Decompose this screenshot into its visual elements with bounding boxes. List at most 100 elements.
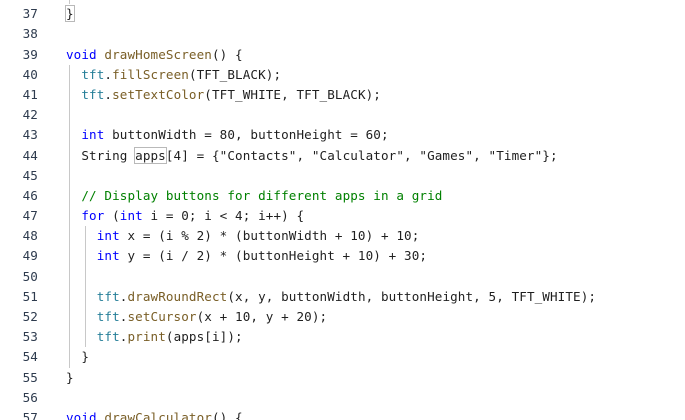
- code-token: setCursor: [127, 309, 197, 324]
- code-text: // Display buttons for different apps in…: [66, 186, 442, 206]
- indent-guide: [69, 105, 70, 126]
- indent-guide: [69, 327, 70, 348]
- code-token: tft: [81, 66, 105, 82]
- code-line[interactable]: 47 for (int i = 0; i < 4; i++) {: [0, 206, 685, 227]
- code-token: }: [66, 369, 74, 385]
- code-token: apps: [134, 146, 167, 164]
- code-token: void: [66, 409, 97, 420]
- line-number: 55: [22, 369, 38, 385]
- code-line[interactable]: 41 tft.setTextColor(TFT_WHITE, TFT_BLACK…: [0, 84, 685, 106]
- code-line[interactable]: 54 }: [0, 347, 685, 368]
- code-line[interactable]: 53 tft.print(apps[i]);: [0, 327, 685, 348]
- code-token: .: [104, 66, 113, 82]
- code-token: drawCalculator: [104, 409, 212, 420]
- code-line[interactable]: 51 tft.drawRoundRect(x, y, buttonWidth, …: [0, 286, 685, 307]
- code-line[interactable]: 49 int y = (i / 2) * (buttonHeight + 10)…: [0, 246, 685, 267]
- code-line[interactable]: 36 drawHomeScreen();: [0, 0, 685, 5]
- line-number: 56: [22, 389, 38, 405]
- indent-guide: [69, 165, 70, 186]
- indent-guide: [69, 84, 70, 106]
- code-line[interactable]: 37}: [0, 4, 685, 24]
- code-line[interactable]: 56: [0, 388, 685, 408]
- code-line[interactable]: 40 tft.fillScreen(TFT_BLACK);: [0, 64, 685, 85]
- indent-guide: [85, 266, 86, 287]
- code-text: tft.print(apps[i]);: [66, 327, 243, 347]
- code-line[interactable]: 45: [0, 165, 685, 186]
- code-token: }: [66, 349, 90, 365]
- code-token: for: [81, 208, 105, 224]
- line-number: 53: [22, 329, 38, 345]
- indent-guide: [69, 145, 70, 166]
- code-line[interactable]: 52 tft.setCursor(x + 10, y + 20);: [0, 307, 685, 328]
- code-line[interactable]: 43 int buttonWidth = 80, buttonHeight = …: [0, 125, 685, 146]
- indent-guide: [85, 246, 86, 267]
- code-token: (apps[i]);: [165, 329, 243, 345]
- line-number: 50: [22, 268, 38, 284]
- code-text: }: [66, 368, 74, 388]
- code-text: }: [65, 4, 75, 24]
- line-number: 45: [22, 167, 38, 183]
- code-token: tft: [96, 288, 120, 304]
- code-token: tft: [96, 309, 120, 324]
- code-token: [66, 248, 97, 263]
- code-token: drawHomeScreen: [81, 0, 189, 1]
- code-token: (: [104, 208, 120, 224]
- code-token: i = 0; i < 4; i++) {: [142, 208, 305, 224]
- code-token: [66, 329, 97, 344]
- code-text: tft.setTextColor(TFT_WHITE, TFT_BLACK);: [66, 85, 381, 105]
- code-token: (TFT_WHITE, TFT_BLACK);: [204, 86, 381, 102]
- code-token: void: [66, 46, 97, 62]
- line-number: 52: [22, 309, 38, 324]
- code-text: String apps[4] = {"Contacts", "Calculato…: [66, 146, 558, 166]
- code-token: [4] = {"Contacts", "Calculator", "Games"…: [165, 147, 558, 163]
- indent-guide: [69, 246, 70, 267]
- code-line[interactable]: 57 void drawCalculator() {: [0, 408, 685, 420]
- indent-guide: [85, 307, 86, 328]
- code-token: y = (i / 2) * (buttonHeight + 10) + 30;: [119, 248, 428, 264]
- code-token: [66, 188, 81, 203]
- indent-guide: [69, 206, 70, 227]
- code-token: tft: [96, 329, 120, 345]
- code-token: int: [96, 248, 120, 264]
- indent-guide: [69, 286, 70, 307]
- code-token: [66, 0, 81, 1]
- code-text: }: [66, 347, 89, 367]
- code-token: x = (i % 2) * (buttonWidth + 10) + 10;: [119, 228, 420, 244]
- code-line[interactable]: 55}: [0, 368, 685, 388]
- code-line[interactable]: 48 int x = (i % 2) * (buttonWidth + 10) …: [0, 226, 685, 247]
- indent-guide: [69, 185, 70, 207]
- indent-guide: [69, 226, 70, 247]
- code-text: int y = (i / 2) * (buttonHeight + 10) + …: [66, 246, 427, 266]
- code-token: .: [104, 86, 113, 102]
- code-text: int buttonWidth = 80, buttonHeight = 60;: [66, 125, 389, 145]
- code-text: int x = (i % 2) * (buttonWidth + 10) + 1…: [66, 226, 420, 246]
- line-number: 46: [22, 187, 38, 203]
- code-token: .: [119, 288, 128, 304]
- line-number: 44: [22, 147, 38, 163]
- code-text: for (int i = 0; i < 4; i++) {: [66, 206, 304, 226]
- code-line[interactable]: 42: [0, 105, 685, 126]
- code-token: drawHomeScreen: [104, 46, 212, 62]
- code-token: () {: [211, 46, 243, 62]
- code-token: () {: [211, 409, 243, 420]
- code-line[interactable]: 46 // Display buttons for different apps…: [0, 185, 685, 207]
- line-number: 47: [22, 208, 38, 224]
- line-number: 48: [22, 228, 38, 244]
- code-token: // Display buttons for different apps in…: [81, 187, 443, 203]
- indent-guide: [69, 266, 70, 287]
- code-line[interactable]: 44 String apps[4] = {"Contacts", "Calcul…: [0, 145, 685, 166]
- code-line[interactable]: 38: [0, 24, 685, 44]
- code-line[interactable]: 50: [0, 266, 685, 287]
- line-number: 43: [22, 127, 38, 143]
- code-token: [66, 309, 97, 324]
- code-token: int: [81, 127, 105, 143]
- code-token: fillScreen: [112, 66, 189, 82]
- line-number: 37: [22, 6, 38, 22]
- line-number: 57: [22, 409, 38, 420]
- code-token: [66, 208, 81, 223]
- code-token: tft: [81, 86, 105, 102]
- code-token: buttonWidth = 80, buttonHeight = 60;: [104, 127, 389, 143]
- indent-guide: [69, 307, 70, 328]
